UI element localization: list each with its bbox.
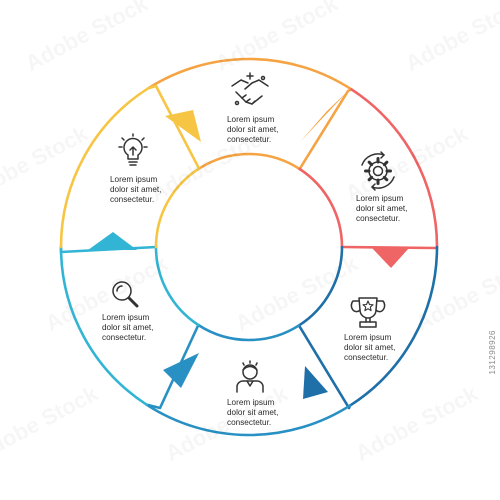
separator-edge (145, 323, 200, 410)
person-icon (236, 360, 264, 393)
segment-search (59, 232, 200, 406)
text-line: dolor sit amet, (227, 408, 278, 417)
outer-arc (350, 88, 439, 249)
text-line: Lorem ipsum (110, 175, 158, 184)
text-line: Lorem ipsum (227, 398, 275, 407)
text-line: Lorem ipsum (344, 333, 392, 342)
stock-image-id: 131298926 (488, 330, 497, 375)
outer-arc (145, 403, 352, 437)
trophy-icon (350, 297, 386, 328)
text-line: Lorem ipsum (227, 115, 275, 124)
separator-edge (340, 245, 439, 250)
segment-trophy (297, 245, 439, 410)
flap-triangle (372, 248, 409, 268)
separator-edge (298, 88, 353, 171)
flap-triangle (88, 232, 137, 250)
lightbulb-icon (118, 133, 148, 166)
flap-triangle (300, 91, 348, 142)
text-line: dolor sit amet, (102, 323, 153, 332)
text-line: Lorem ipsum (356, 194, 404, 203)
segment-idea (59, 84, 201, 249)
segment-handshake (146, 57, 353, 171)
handshake-icon (231, 72, 269, 106)
outer-arc (146, 57, 353, 91)
outer-arc (59, 87, 150, 249)
flap-triangle (165, 110, 201, 142)
text-line: dolor sit amet, (110, 185, 161, 194)
search-icon (112, 281, 139, 308)
text-line: consectetur. (102, 333, 146, 342)
text-line: Lorem ipsum (102, 313, 150, 322)
outer-arc (59, 245, 148, 406)
inner-arc (197, 323, 301, 342)
text-line: dolor sit amet, (356, 204, 407, 213)
text-line: consectetur. (227, 418, 271, 427)
text-line: consectetur. (344, 353, 388, 362)
inner-arc (297, 245, 344, 327)
segment-person (145, 323, 352, 437)
text-line: dolor sit amet, (227, 125, 278, 134)
flap-triangle (163, 353, 199, 388)
text-line: consectetur. (356, 214, 400, 223)
inner-arc (298, 167, 344, 249)
text-line: consectetur. (110, 195, 154, 204)
flap-triangle (303, 366, 328, 399)
text-line: dolor sit amet, (344, 343, 395, 352)
separator-edge (146, 84, 201, 170)
inner-arc (154, 167, 201, 249)
inner-arc (197, 152, 301, 171)
outer-arc (348, 245, 439, 407)
inner-arc (154, 245, 200, 327)
text-line: consectetur. (227, 135, 271, 144)
gear-icon (361, 151, 395, 191)
